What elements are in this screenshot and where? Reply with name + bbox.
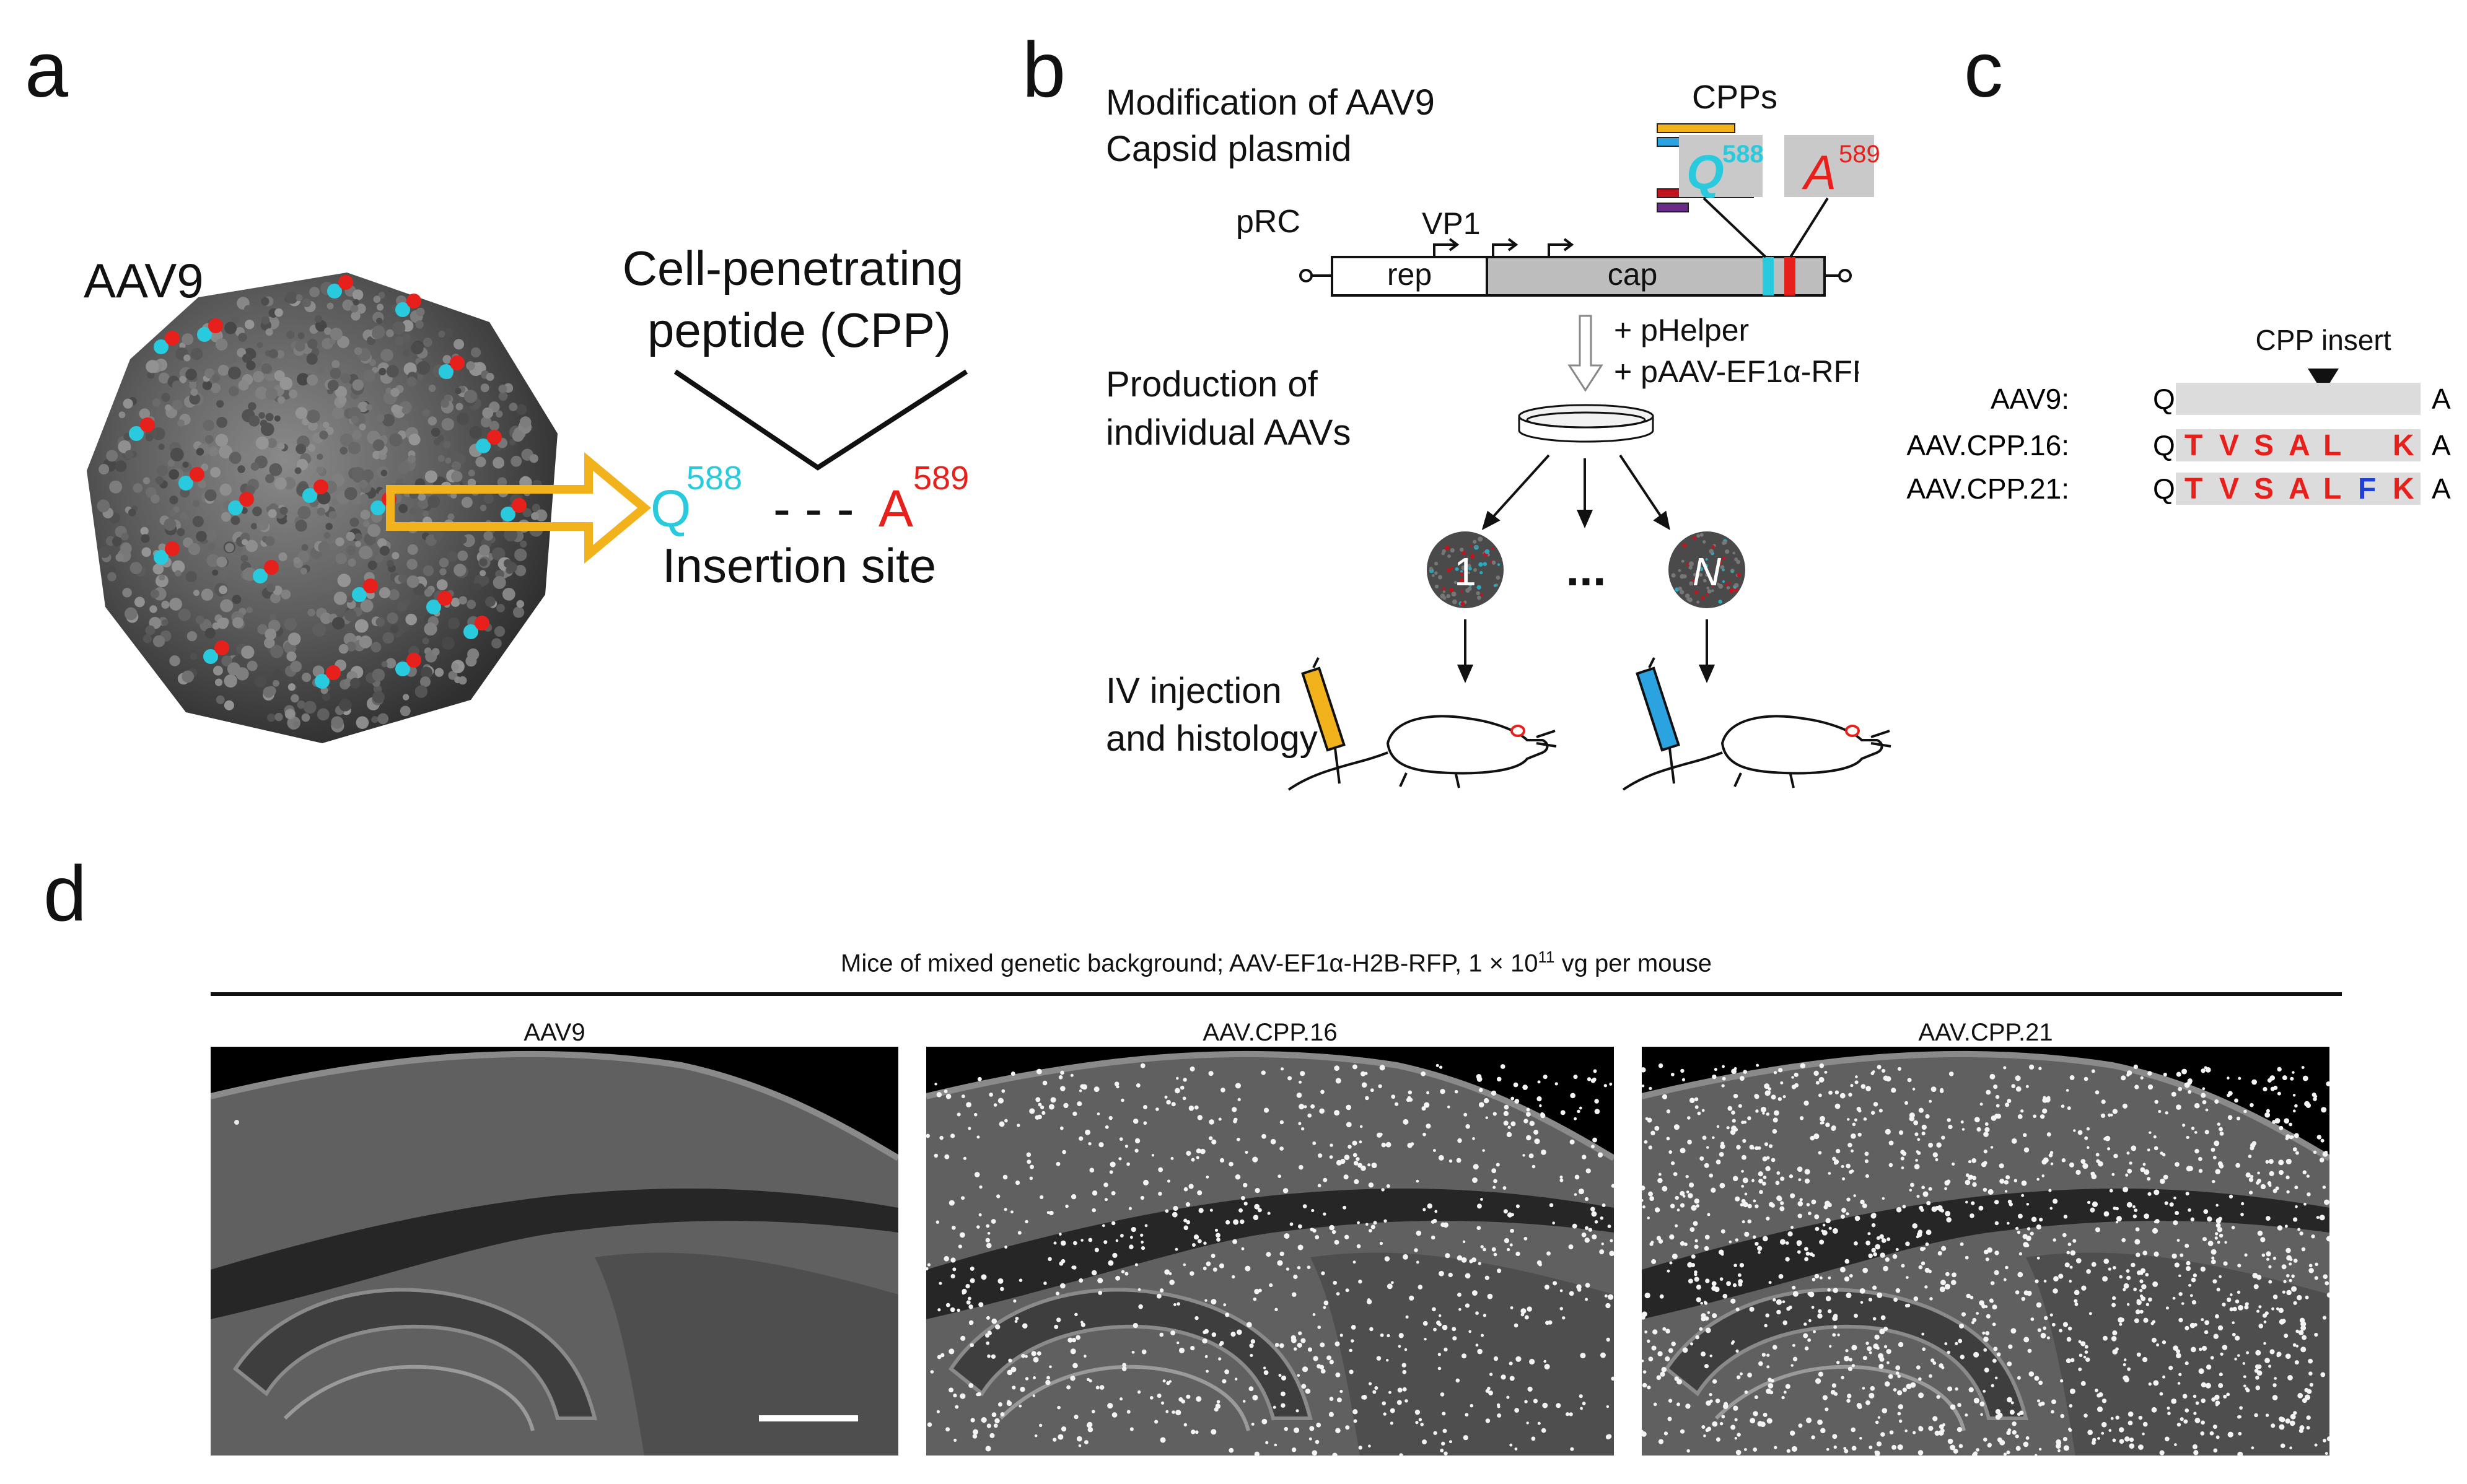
alignment-left-residue: Q [2153,429,2175,461]
alignment-residue: K [2393,473,2414,505]
micrograph-title-3: AAV.CPP.21 [1918,1019,2053,1046]
helper-plasmid-1: + pHelper [1614,313,1749,347]
alignment-residue: K [2393,429,2414,462]
caption-exponent: 11 [1538,948,1555,966]
rep-label: rep [1387,257,1432,292]
alignment-row-name: AAV.CPP.16: [1906,429,2069,461]
alignment-right-residue: A [2432,473,2451,505]
aav-particle-1-icon [1427,531,1504,608]
step2-line1: Production of [1106,364,1318,404]
aav9-capsid-image [87,273,558,743]
a589-box [1784,135,1874,197]
alignment-residue: L [2323,429,2341,462]
a589-box-residue: A [1802,145,1836,199]
panel-letter-a: a [25,26,69,113]
a589-box-number: 589 [1839,141,1880,168]
micrograph-aav-cpp16 [926,1047,1614,1456]
panel-letter-c: c [1964,26,2003,113]
aav-particle-n-icon [1668,531,1745,608]
production-arrow-icon [1567,315,1603,392]
alignment-residue: S [2254,473,2274,505]
alignment-residue: T [2184,429,2202,462]
alignment-residue: T [2184,473,2202,505]
cpp-insert-label: CPP insert [2255,324,2391,356]
alignment-right-residue: A [2432,429,2451,461]
caption-end: vg per mouse [1554,949,1712,977]
culture-dish-icon [1518,404,1654,443]
alignment-left-residue: Q [2153,383,2175,415]
q588-number: 588 [686,460,742,497]
alignment-residue: A [2289,429,2310,462]
alignment-shade [2176,383,2421,415]
helper-plasmid-2: + pAAV-EF1α-RFP [1614,354,1873,389]
a589-number: 589 [913,460,969,497]
alignment-residue: F [2358,473,2376,505]
step1-line2: Capsid plasmid [1106,129,1352,169]
q588-box-number: 588 [1722,141,1764,168]
insert-marker-icon [2308,369,2339,393]
a589-residue: A [879,479,913,538]
step1-line1: Modification of AAV9 [1106,82,1435,123]
aav-ellipsis: ... [1566,541,1606,596]
q588-box [1679,135,1763,197]
insertion-arrow-icon [386,452,651,564]
micrograph-aav-cpp21 [1642,1047,2329,1456]
alignment-right-residue: A [2432,383,2451,415]
mouse-1-icon [1287,715,1557,791]
step3-line2: and histology [1106,718,1318,759]
promoter-arrows [1433,238,1574,260]
micrograph-title-2: AAV.CPP.16 [1203,1019,1338,1046]
alignment-row-name: AAV.CPP.21: [1906,473,2069,505]
vp1-label: VP1 [1422,206,1481,241]
alignment-shade [2176,429,2421,461]
syringe-blue-icon [1636,657,1680,784]
dish-to-aav-arrows [1481,454,1670,530]
plasmid-name: pRC [1236,204,1300,240]
micrograph-title-1: AAV9 [524,1019,585,1046]
step3-line1: IV injection [1106,671,1282,711]
micrograph-aav9 [211,1047,898,1456]
panel-letter-b: b [1022,26,1066,113]
q588-box-residue: Q [1686,145,1724,199]
panel-a: AAV9 Cell-penetrating peptide (CPP) Q 58… [84,241,969,743]
insertion-dashes: - - - [773,479,854,538]
insertion-site-label: Insertion site [662,538,936,593]
aav-to-mouse-arrows [1457,619,1716,684]
aav-particle-1-label: 1 [1454,549,1476,594]
alignment-shade [2176,473,2421,505]
alignment-residue: V [2219,473,2239,505]
cpp-title-line1: Cell-penetrating [623,241,964,295]
cpps-label: CPPs [1692,79,1777,116]
alignment-left-residue: Q [2153,473,2175,505]
caption-main: Mice of mixed genetic background; AAV-EF… [841,949,1538,977]
cpp-insertion-wedge [673,369,968,471]
alignment-residue: V [2219,429,2239,462]
aav-particle-n-label: N [1693,549,1722,594]
virus-label: AAV9 [84,253,204,308]
panel-letter-d: d [43,850,87,937]
caption-rule [211,992,2342,996]
alignment-residue: S [2254,429,2274,462]
step2-line2: individual AAVs [1106,412,1351,453]
panel-b: Modification of AAV9 Capsid plasmid CPPs… [1106,79,1976,791]
plasmid-map [1299,197,1852,297]
alignment-residue: A [2289,473,2310,505]
cpp-title-line2: peptide (CPP) [647,303,951,357]
mouse-n-icon [1622,715,1891,791]
cap-label: cap [1608,257,1658,292]
syringe-yellow-icon [1301,657,1346,784]
alignment-row-name: AAV9: [1991,383,2069,415]
q588-residue: Q [651,479,691,538]
panel-d-caption: Mice of mixed genetic background; AAV-EF… [211,948,2342,977]
alignment-residue: L [2323,473,2341,505]
